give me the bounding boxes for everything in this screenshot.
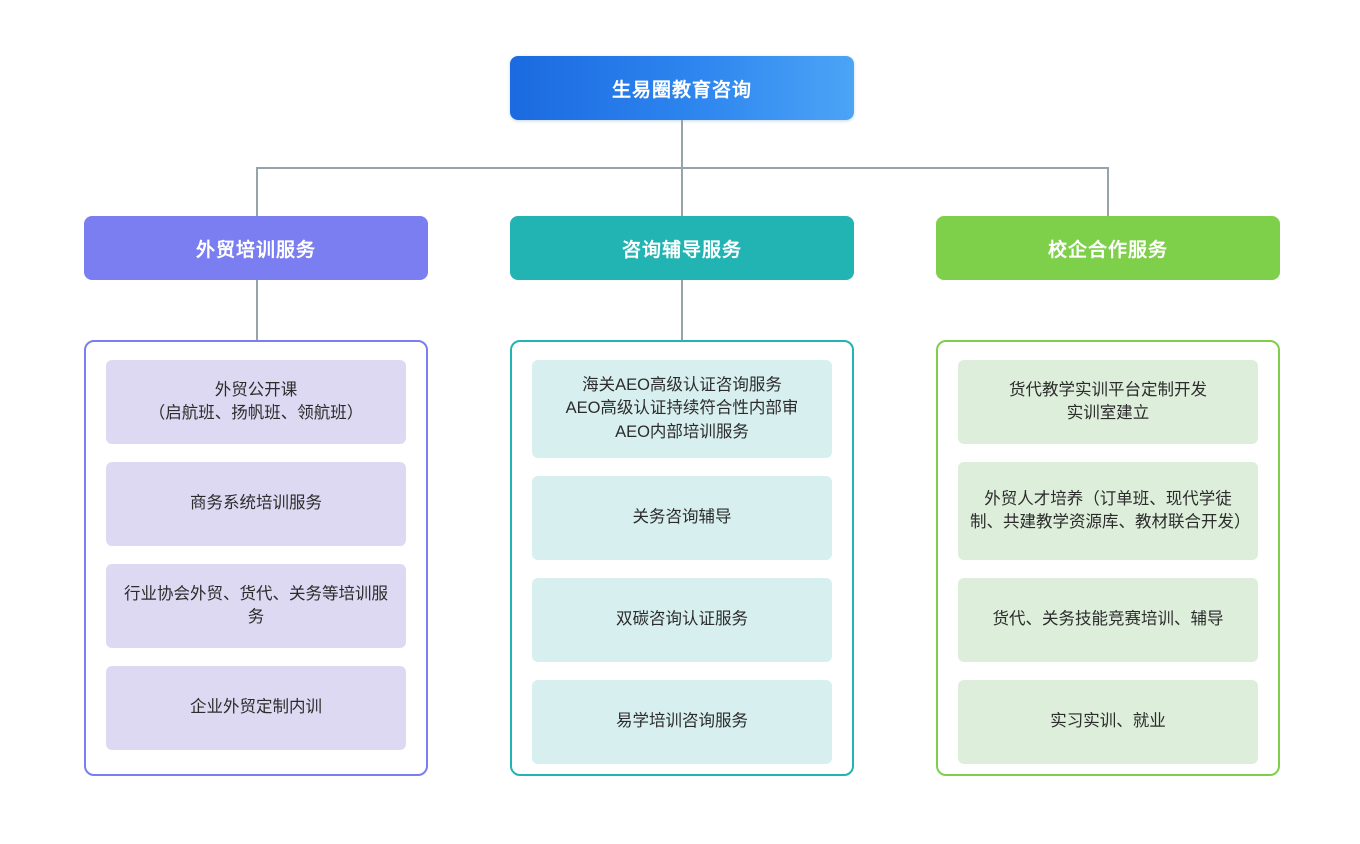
connector-stem-column-1 bbox=[256, 280, 258, 340]
list-item[interactable]: 实习实训、就业 bbox=[958, 680, 1258, 764]
list-item[interactable]: 货代、关务技能竞赛培训、辅导 bbox=[958, 578, 1258, 662]
list-item[interactable]: 货代教学实训平台定制开发 实训室建立 bbox=[958, 360, 1258, 444]
category-header-xiaoqi-hezuo[interactable]: 校企合作服务 bbox=[936, 216, 1280, 280]
column-group-xiaoqi-hezuo: 货代教学实训平台定制开发 实训室建立 外贸人才培养（订单班、现代学徒制、共建教学… bbox=[936, 340, 1280, 776]
column-group-zixun-fudao: 海关AEO高级认证咨询服务 AEO高级认证持续符合性内部审 AEO内部培训服务 … bbox=[510, 340, 854, 776]
list-item[interactable]: 外贸公开课 （启航班、扬帆班、领航班） bbox=[106, 360, 406, 444]
connector-drop-column-1 bbox=[256, 167, 258, 216]
category-header-zixun-fudao[interactable]: 咨询辅导服务 bbox=[510, 216, 854, 280]
list-item[interactable]: 关务咨询辅导 bbox=[532, 476, 832, 560]
list-item[interactable]: 易学培训咨询服务 bbox=[532, 680, 832, 764]
connector-drop-column-2 bbox=[681, 167, 683, 216]
connector-drop-column-3 bbox=[1107, 167, 1109, 216]
column-group-waimao-peixun: 外贸公开课 （启航班、扬帆班、领航班） 商务系统培训服务 行业协会外贸、货代、关… bbox=[84, 340, 428, 776]
connector-stem-column-2 bbox=[681, 280, 683, 340]
connector-root-stem bbox=[681, 120, 683, 168]
list-item[interactable]: 企业外贸定制内训 bbox=[106, 666, 406, 750]
list-item[interactable]: 双碳咨询认证服务 bbox=[532, 578, 832, 662]
root-node[interactable]: 生易圈教育咨询 bbox=[510, 56, 854, 120]
list-item[interactable]: 外贸人才培养（订单班、现代学徒制、共建教学资源库、教材联合开发） bbox=[958, 462, 1258, 560]
list-item[interactable]: 商务系统培训服务 bbox=[106, 462, 406, 546]
category-header-waimao-peixun[interactable]: 外贸培训服务 bbox=[84, 216, 428, 280]
list-item[interactable]: 行业协会外贸、货代、关务等培训服务 bbox=[106, 564, 406, 648]
list-item[interactable]: 海关AEO高级认证咨询服务 AEO高级认证持续符合性内部审 AEO内部培训服务 bbox=[532, 360, 832, 458]
